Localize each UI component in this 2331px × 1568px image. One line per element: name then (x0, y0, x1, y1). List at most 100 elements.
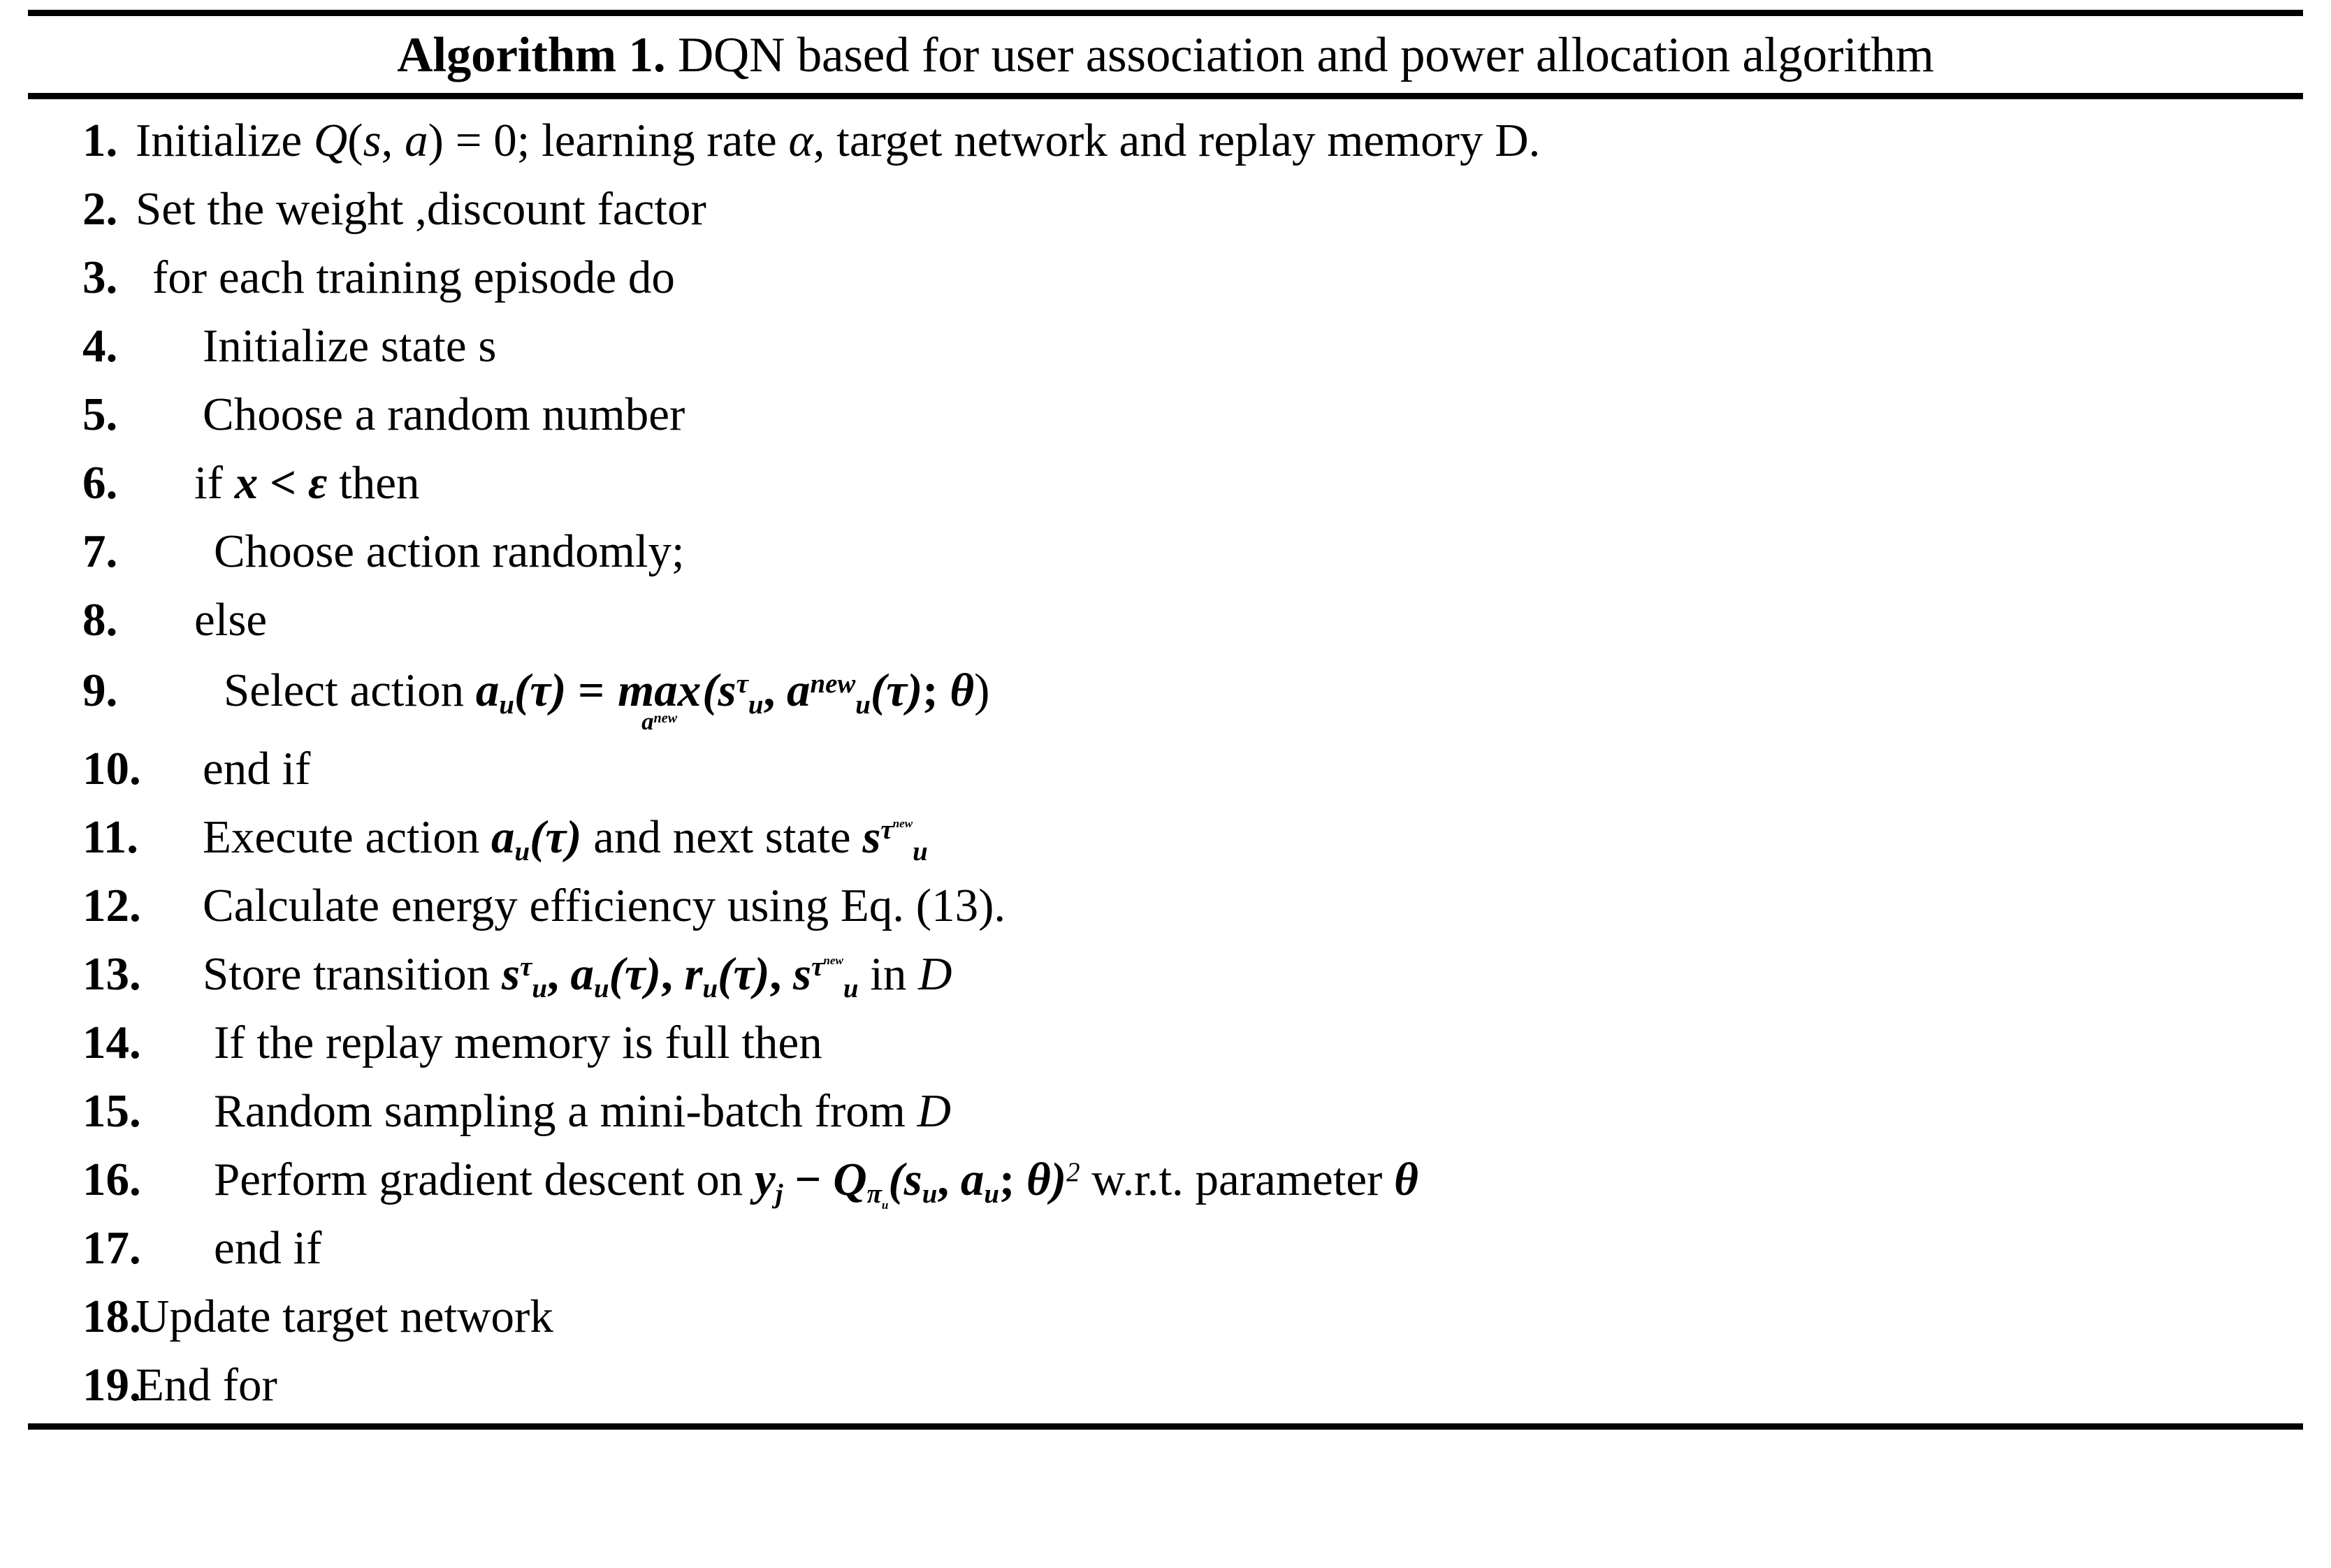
step-number: 5. (82, 389, 118, 440)
math-a: a (787, 665, 811, 716)
math-a: a (475, 665, 500, 716)
paren-open: ( (347, 115, 363, 166)
algorithm-step: 13. Store transition sτu, au(τ), ru(τ), … (28, 940, 2303, 1008)
math-s: s (862, 811, 881, 863)
math-sub-u: u (922, 1178, 938, 1209)
math-x: x (234, 457, 259, 509)
step-number: 10. (82, 742, 141, 794)
math-sup-tau-base: τ (811, 952, 824, 982)
algorithm-steps: 1. Initialize Q(s, a) = 0; learning rate… (28, 99, 2303, 1419)
math-Q: Q (833, 1153, 867, 1205)
step-number: 19. (82, 1358, 141, 1411)
math-sub-u: u (532, 973, 547, 1003)
math-exponent-two: 2 (1066, 1157, 1080, 1188)
math-sub-u: u (748, 689, 764, 720)
step-text-lead: Execute action (203, 811, 491, 863)
step-body: Choose action randomly; (214, 525, 685, 577)
algorithm-step: 11. Execute action au(τ) and next state … (28, 803, 2303, 871)
math-less-than: < (258, 457, 308, 509)
algorithm-step: 17. end if (28, 1214, 2303, 1282)
step-text-eq: = 0; learning rate (443, 115, 789, 166)
step-number: 15. (82, 1084, 141, 1137)
math-sub-u: u (593, 973, 609, 1003)
comma: , (381, 115, 405, 166)
math-a: a (405, 115, 428, 166)
algorithm-step: 6. if x < ε then (28, 449, 2303, 517)
math-pi: π (866, 1178, 882, 1209)
algorithm-step: 16. Perform gradient descent on yj − Qπu… (28, 1145, 2303, 1214)
math-tau-arg: (τ) (530, 811, 582, 863)
step-text-wrt: w.r.t. parameter (1080, 1153, 1395, 1205)
math-equals: = (566, 665, 617, 716)
math-tau-arg: (τ) (718, 948, 770, 1000)
step-text-tail: , target network and replay memory D. (813, 115, 1541, 166)
paren-open: ( (888, 1153, 904, 1205)
math-s: s (718, 665, 736, 716)
step-number: 16. (82, 1153, 141, 1205)
math-sub-u: u (499, 689, 515, 720)
algorithm-step: 7. Choose action randomly; (28, 517, 2303, 586)
math-r: r (684, 948, 703, 1000)
step-number: 2. (82, 183, 118, 235)
semicolon: ; (922, 665, 950, 716)
step-body: Execute action au(τ) and next state sτne… (133, 803, 2303, 871)
step-body: Set the weight ,discount factor (136, 183, 706, 235)
math-sup-tau-base: τ (880, 815, 893, 845)
paren-open: ( (702, 665, 718, 716)
step-text-lead: Perform gradient descent on (214, 1153, 755, 1205)
step-number: 1. (82, 115, 118, 166)
algorithm-step: 3. for each training episode do (28, 243, 2303, 312)
math-sub-pi: πu (866, 1178, 889, 1211)
step-body: Perform gradient descent on yj − Qπu(su,… (133, 1145, 2303, 1214)
math-max-subscript: anew (641, 709, 678, 734)
math-a: a (960, 1153, 985, 1205)
step-body: Initialize Q(s, a) = 0; learning rate α,… (133, 106, 2303, 175)
math-alpha: α (788, 115, 813, 166)
math-a: a (491, 811, 515, 863)
step-number: 11. (82, 811, 139, 863)
step-body: if x < ε then (133, 449, 2303, 517)
comma: , (763, 665, 787, 716)
step-text-if: if (194, 457, 235, 509)
math-sup-new: new (810, 668, 856, 699)
math-s: s (363, 115, 382, 166)
comma: , (937, 1153, 961, 1205)
paren-close: ) (1050, 1153, 1067, 1205)
step-number: 14. (82, 1016, 141, 1068)
algorithm-step: 18. Update target network (28, 1282, 2303, 1351)
algorithm-step: 5. Choose a random number (28, 380, 2303, 449)
math-epsilon: ε (307, 457, 328, 509)
math-anew-sup: new (653, 710, 678, 726)
math-s: s (502, 948, 521, 1000)
math-sub-u: u (514, 836, 530, 866)
math-s: s (903, 1153, 922, 1205)
step-text: Initialize (136, 115, 314, 166)
algorithm-step: 8. else (28, 586, 2303, 654)
step-text-lead: Select action (224, 665, 476, 716)
math-q: Q (313, 115, 348, 166)
step-body: Random sampling a mini-batch from D (133, 1077, 2303, 1145)
math-tau-arg: (τ) (514, 665, 567, 716)
step-body: If the replay memory is full then (214, 1016, 822, 1068)
math-D: D (918, 948, 952, 1000)
math-sup-tau: τ (736, 668, 748, 699)
math-minus: − (783, 1153, 834, 1205)
algorithm-step: 15. Random sampling a mini-batch from D (28, 1077, 2303, 1145)
step-number: 4. (82, 320, 118, 372)
math-sub-j: j (775, 1178, 783, 1209)
comma: , (769, 948, 794, 1000)
step-body: else (194, 594, 268, 646)
math-sup-new: new (823, 954, 843, 968)
algorithm-step: 12. Calculate energy efficiency using Eq… (28, 871, 2303, 940)
paren-close: ) (428, 115, 444, 166)
step-text-lead: Store transition (203, 948, 502, 1000)
title-separator-rule (28, 93, 2303, 99)
algorithm-step: 1. Initialize Q(s, a) = 0; learning rate… (28, 106, 2303, 175)
math-theta: θ (1026, 1153, 1051, 1205)
math-sup-tau: τnew (880, 815, 913, 845)
math-sup-tau: τ (520, 952, 532, 982)
math-sub-u: u (843, 973, 859, 1003)
math-theta: θ (950, 665, 975, 716)
